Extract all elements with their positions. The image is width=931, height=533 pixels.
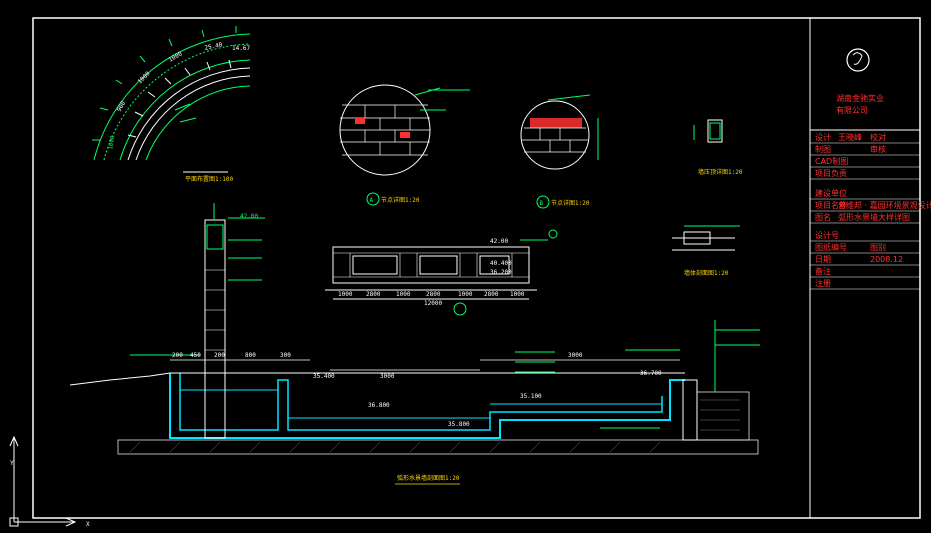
sec-dim-3: 200 [214,352,225,359]
sec-dim-1: 200 [172,352,183,359]
company-name-line1: 湖南金驰实业 [836,93,884,103]
title-block-label: CAD制图 [815,156,848,166]
wall-section-detail [672,225,740,251]
detail-b-circle [520,94,599,170]
detail-a-marker-letter: A [370,197,374,204]
sec-dim-5: 300 [280,352,291,359]
sec-level-2: 35.400 [313,373,335,380]
title-block-label: 项目负责 [815,168,847,178]
elev-dim-1: 1000 [338,291,353,298]
elev-dim-6: 2800 [484,291,499,298]
sec-level-5: 36.700 [640,370,662,377]
detail-b-title: 节点详图1:20 [551,199,590,207]
elev-level-top: 42.00 [490,238,508,245]
title-block-extra: 图别 [870,243,886,252]
title-block-label: 设计号 [815,230,839,240]
title-block-rows: 设计王晓峰校对制图 审核 CAD制图项目负责建设单位项目名称普维邦 · 嘉园环境景观… [810,132,931,290]
title-block-label: 图名 [815,212,831,222]
elev-dim-7: 1000 [510,291,525,298]
svg-text:25.40: 25.40 [204,41,224,52]
title-block-label: 日期 [815,255,831,264]
title-block-value: 王晓峰 [838,132,862,142]
title-block-label: 设计 [815,132,831,142]
svg-text:1000: 1000 [168,50,184,63]
title-block-label: 图纸编号 [815,242,847,252]
title-block-label: 制图 [815,144,831,154]
detail-b-marker: B 节点详图1:20 [536,195,590,209]
title-block-value: 弧形水景墙大样详图 [838,212,910,222]
elevation-view [325,229,558,316]
sec-dim-4: 800 [245,352,256,359]
title-block-label: 建设单位 [815,188,847,198]
svg-text:Y: Y [10,460,14,467]
detail-b-marker-letter: B [540,200,544,207]
drawing-frame [32,17,921,519]
title-block-label: 备注 [815,266,831,276]
title-block-extra: 校对 [870,132,886,142]
title-block-extra: 2008.12 [870,255,903,264]
elev-level-mid: 40.400 [490,260,512,267]
elev-dim-5: 1000 [458,291,473,298]
sec-level-4: 35.100 [520,393,542,400]
svg-text:14.67: 14.67 [232,45,250,52]
sec-level-top: 42.00 [240,213,258,220]
company-name-line2: 有限公司 [836,105,868,115]
sec-level-6: 35.800 [448,421,470,428]
title-block-value: 普维邦 · 嘉园环境景观设计 [838,200,931,210]
svg-text:X: X [86,521,90,528]
main-section-view [69,203,760,455]
main-section-dimensions: 200 450 200 800 300 3000 3000 42.00 35.4… [172,213,662,428]
wall-section-title: 墙体剖面图1:20 [684,269,729,277]
cap-detail [693,119,723,143]
company-logo [846,48,870,72]
title-block: 湖南金驰实业 有限公司 [810,48,920,131]
sec-dim-6: 3000 [568,352,583,359]
elev-level-low: 36.200 [490,269,512,276]
arc-plan-view: 1000 900 1000 1000 25.40 14.67 [92,26,250,173]
ucs-icon: Y X [9,435,90,528]
elev-dim-3: 1000 [396,291,411,298]
cap-detail-title: 墙压顶详图1:20 [698,168,743,176]
elev-dim-total: 12000 [424,300,442,307]
elev-dim-2: 2800 [366,291,381,298]
detail-a-circle [339,84,470,176]
svg-text:1000: 1000 [107,135,116,151]
elevation-dimensions: 1000 2800 1000 2800 1000 2800 1000 12000… [338,238,525,307]
detail-a-marker: A 节点详图1:20 [366,192,420,206]
detail-a-title: 节点详图1:20 [381,196,420,204]
title-block-label: 项目名称 [815,200,847,210]
arc-plan-title: 平面布置图1:100 [185,175,233,183]
title-block-label: 注册 [815,278,831,288]
sec-dim-bottom: 3000 [380,373,395,380]
elev-dim-4: 2800 [426,291,441,298]
sec-level-3: 36.800 [368,402,390,409]
title-block-extra: 审核 [870,144,886,154]
svg-text:900: 900 [116,100,128,113]
main-section-title: 弧形水景墙剖面图1:20 [397,474,460,482]
sec-dim-2: 450 [190,352,201,359]
